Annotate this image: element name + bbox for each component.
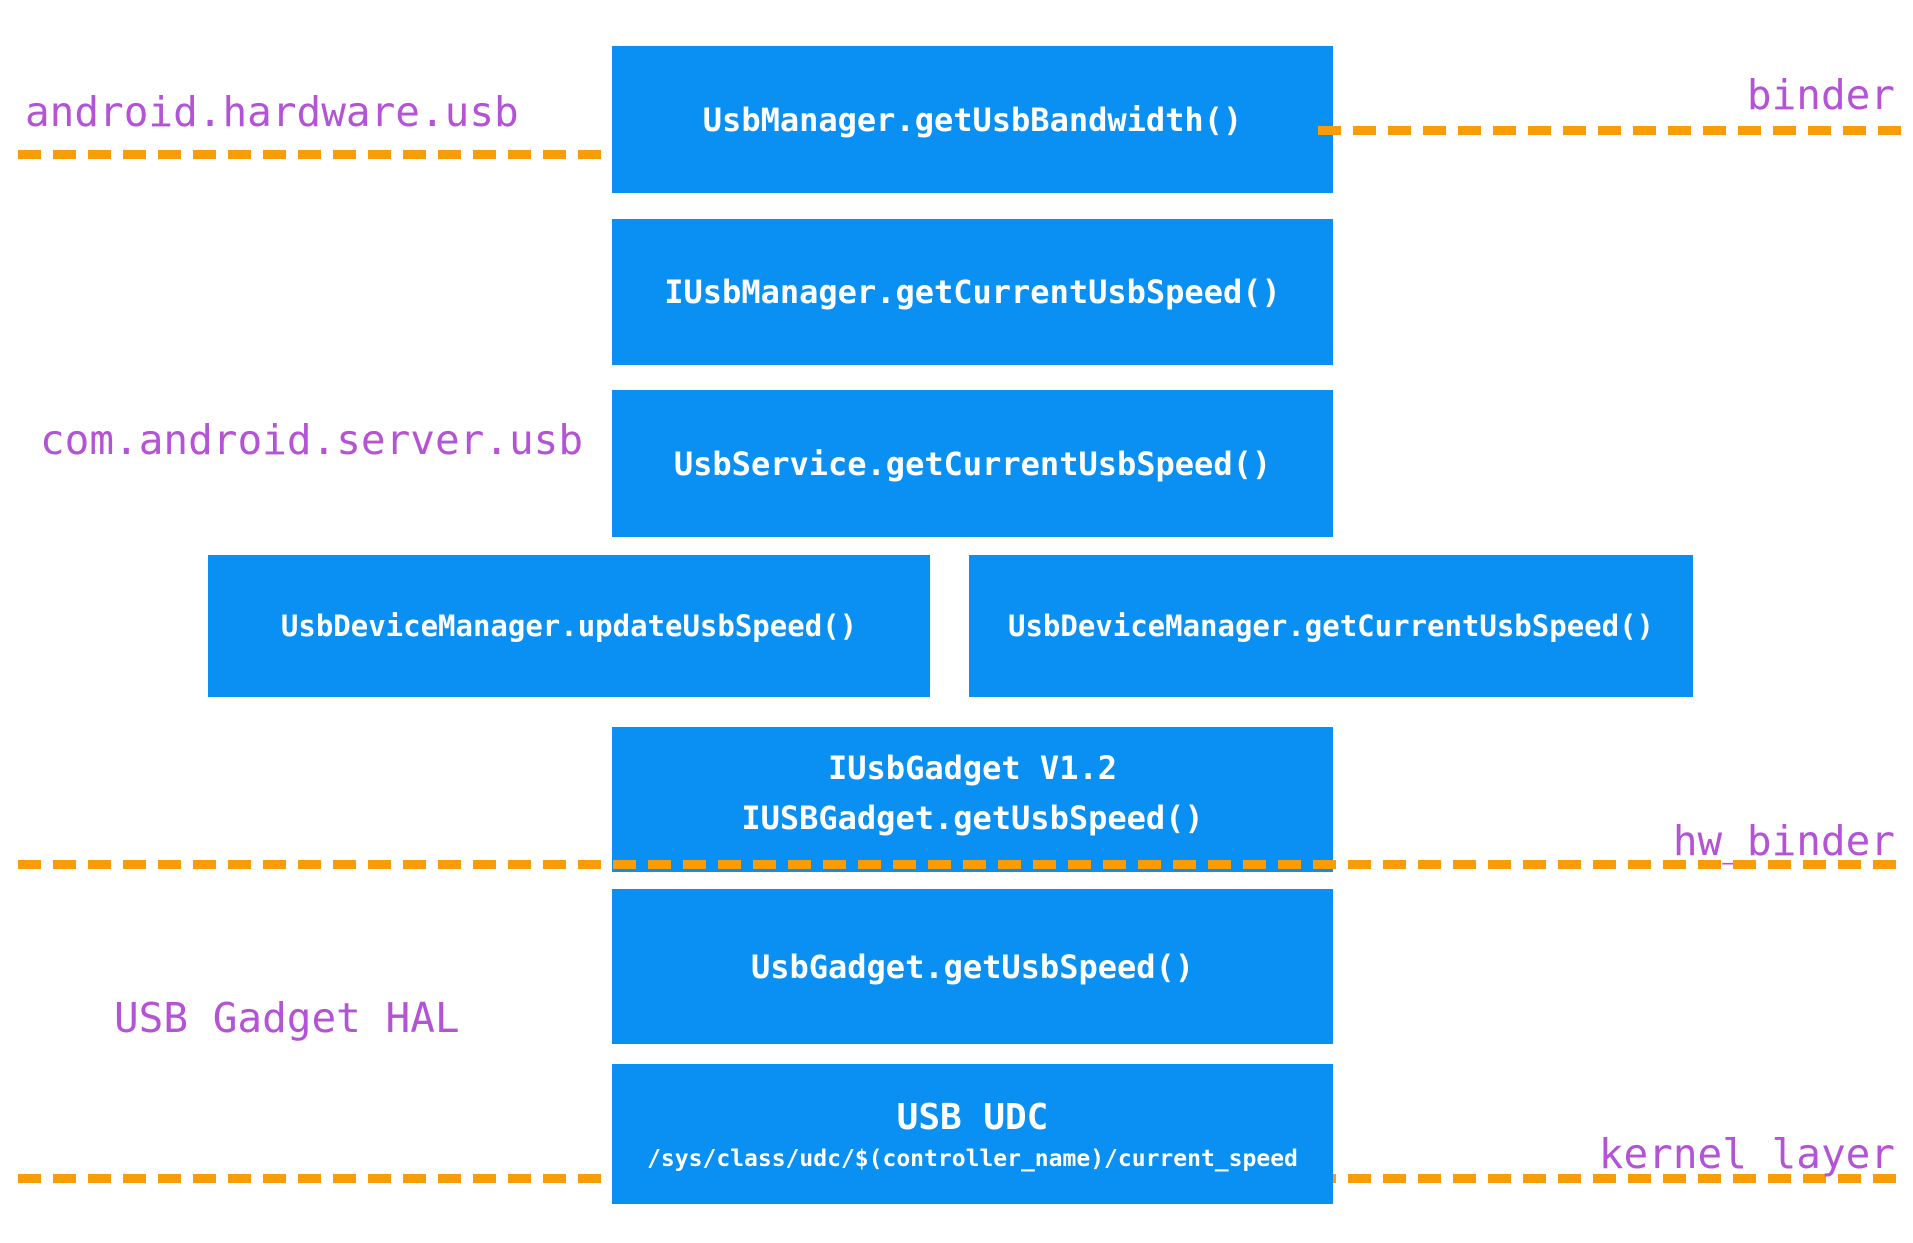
layer-label-binder: binder: [1746, 71, 1895, 119]
box-iusbmanager-getcurrentusbspeed: IUsbManager.getCurrentUsbSpeed(): [612, 219, 1333, 365]
layer-label-com-android-server-usb: com.android.server.usb: [40, 416, 584, 464]
layer-label-kernel-layer: kernel layer: [1598, 1130, 1895, 1178]
box-usbmanager-getusbbandwidth: UsbManager.getUsbBandwidth(): [612, 46, 1333, 193]
box-usb-udc-sysfs-path-label: /sys/class/udc/$(controller_name)/curren…: [647, 1145, 1298, 1172]
box-usbmanager-getusbbandwidth-label: UsbManager.getUsbBandwidth(): [702, 100, 1243, 139]
box-iusbgadget: IUsbGadget V1.2 IUSBGadget.getUsbSpeed(): [612, 727, 1333, 872]
box-usbdevicemanager-updateusbspeed-label: UsbDeviceManager.updateUsbSpeed(): [280, 609, 858, 643]
box-usbservice-getcurrentusbspeed-label: UsbService.getCurrentUsbSpeed(): [673, 444, 1272, 483]
box-iusbgadget-version-label: IUsbGadget V1.2: [828, 748, 1117, 787]
box-usbgadget-getusbspeed: UsbGadget.getUsbSpeed(): [612, 889, 1333, 1044]
box-usbdevicemanager-getcurrentusbspeed: UsbDeviceManager.getCurrentUsbSpeed(): [969, 555, 1693, 697]
hw-binder-layer-dash: [18, 860, 1905, 869]
box-iusbgadget-getusbspeed-label: IUSBGadget.getUsbSpeed(): [741, 798, 1204, 837]
box-usbdevicemanager-updateusbspeed: UsbDeviceManager.updateUsbSpeed(): [208, 555, 930, 697]
binder-layer-dash-left: [18, 150, 610, 159]
box-usb-udc: USB UDC /sys/class/udc/$(controller_name…: [612, 1064, 1333, 1204]
box-usbgadget-getusbspeed-label: UsbGadget.getUsbSpeed(): [750, 947, 1195, 986]
layer-label-hw-binder: hw_binder: [1672, 817, 1895, 865]
binder-layer-dash-right: [1318, 126, 1905, 135]
layer-label-android-hardware-usb: android.hardware.usb: [25, 88, 519, 136]
layer-label-usb-gadget-hal: USB Gadget HAL: [114, 994, 460, 1042]
box-usbservice-getcurrentusbspeed: UsbService.getCurrentUsbSpeed(): [612, 390, 1333, 537]
box-iusbmanager-getcurrentusbspeed-label: IUsbManager.getCurrentUsbSpeed(): [664, 273, 1281, 311]
box-usb-udc-title-label: USB UDC: [896, 1096, 1049, 1138]
box-usbdevicemanager-getcurrentusbspeed-label: UsbDeviceManager.getCurrentUsbSpeed(): [1007, 609, 1654, 643]
